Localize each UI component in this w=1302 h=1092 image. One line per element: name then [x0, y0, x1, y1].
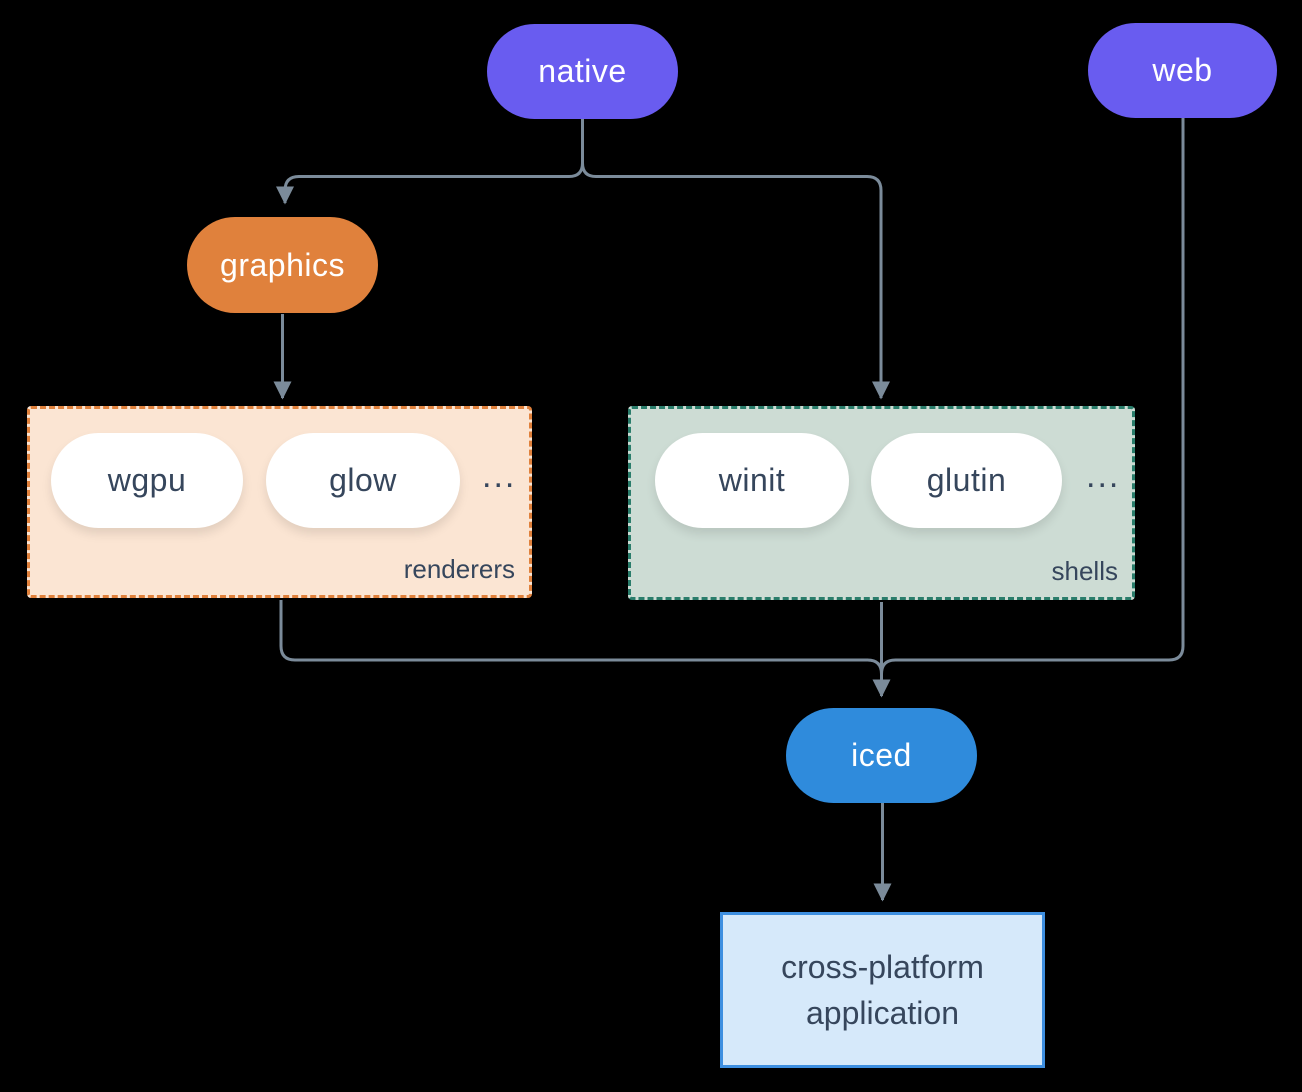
graphics-node-label: graphics — [220, 246, 345, 283]
wgpu-node-label: wgpu — [107, 462, 187, 498]
shells-group: winit glutin ... shells — [628, 406, 1135, 600]
application-node: cross-platform application — [720, 912, 1045, 1068]
graphics-node: graphics — [187, 217, 378, 313]
edge-web-to-iced — [880, 118, 1185, 675]
shells-ellipsis: ... — [1086, 457, 1121, 495]
winit-node-label: winit — [718, 462, 786, 498]
web-node: web — [1088, 23, 1277, 118]
iced-node: iced — [786, 708, 977, 803]
edge-native-to-shells — [581, 119, 890, 400]
renderers-group-label: renderers — [403, 554, 515, 584]
shells-group-label: shells — [1051, 556, 1118, 586]
edge-renderers-to-iced — [279, 600, 883, 675]
native-node-label: native — [538, 53, 627, 89]
application-node-label: cross-platform application — [781, 948, 984, 1031]
glow-node-label: glow — [329, 462, 397, 498]
glutin-node-label: glutin — [926, 462, 1007, 498]
edge-native-to-graphics — [276, 119, 584, 205]
iced-node-label: iced — [851, 737, 912, 773]
web-node-label: web — [1152, 52, 1213, 88]
renderers-ellipsis: ... — [482, 457, 517, 495]
native-node: native — [487, 24, 678, 119]
glutin-node: glutin — [871, 433, 1062, 528]
winit-node: winit — [655, 433, 849, 528]
glow-node: glow — [266, 433, 460, 528]
wgpu-node: wgpu — [51, 433, 243, 528]
renderers-group: wgpu glow ... renderers — [27, 406, 532, 598]
